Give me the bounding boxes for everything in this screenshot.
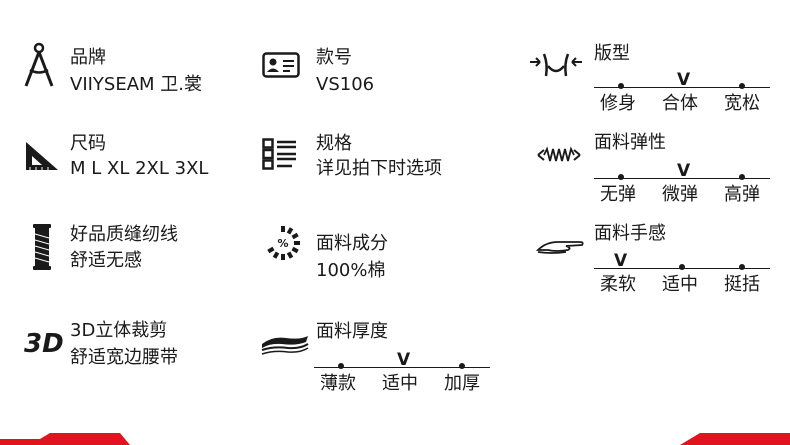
3d-text-icon: 3D [24, 329, 64, 359]
accent-stripe [0, 433, 790, 445]
thickness-dot-3 [459, 363, 465, 369]
elasticity-selected-mark: V [677, 161, 691, 181]
list-icon [262, 138, 296, 170]
spring-icon [537, 146, 581, 162]
fit-scale: V 修身 合体 宽松 [594, 71, 770, 139]
thickness-scale: V 薄款 适中 加厚 [314, 351, 490, 419]
elasticity-label: 面料弹性 [594, 132, 666, 153]
elasticity-scale: V 无弹 微弹 高弹 [594, 162, 770, 230]
elasticity-option-2: 微弹 [662, 184, 698, 205]
spec-value: 详见拍下时选项 [316, 158, 442, 179]
cutting-label: 3D立体裁剪 [70, 320, 168, 341]
cutting-value: 舒适宽边腰带 [70, 347, 178, 368]
hand-feel-dot-2 [679, 264, 685, 270]
hand-feel-label: 面料手感 [594, 223, 666, 244]
fit-option-1: 修身 [600, 93, 636, 114]
hand-feel-option-1: 柔软 [600, 274, 636, 295]
brand-value: VIIYSEAM 卫.裳 [70, 74, 203, 95]
waist-icon [530, 53, 582, 77]
thickness-dot-1 [338, 363, 344, 369]
style-no-value: VS106 [316, 74, 375, 95]
thickness-scale-line [314, 367, 490, 368]
thread-label: 好品质缝纫线 [70, 224, 178, 245]
bottom-accent-band [0, 433, 790, 445]
hand-feel-selected-mark: V [614, 251, 628, 271]
percent-gauge-icon: % [267, 226, 300, 260]
style-no-label: 款号 [316, 47, 352, 68]
fit-option-3: 宽松 [724, 93, 760, 114]
thread-spool-icon [33, 224, 51, 270]
elasticity-scale-line [594, 178, 770, 179]
svg-text:%: % [277, 237, 288, 250]
elasticity-dot-3 [739, 174, 745, 180]
spec-label: 规格 [316, 133, 352, 154]
composition-value: 100%棉 [316, 260, 386, 281]
thread-value: 舒适无感 [70, 250, 142, 271]
fit-dot-1 [618, 83, 624, 89]
thickness-selected-mark: V [397, 350, 411, 370]
size-value: M L XL 2XL 3XL [70, 158, 209, 179]
brand-label: 品牌 [70, 47, 106, 68]
fabric-layers-icon [261, 336, 309, 355]
size-label: 尺码 [70, 133, 106, 154]
hand-feel-scale: V 柔软 适中 挺括 [594, 252, 770, 320]
thickness-label: 面料厚度 [316, 321, 388, 342]
fit-label: 版型 [594, 43, 630, 64]
thickness-option-2: 适中 [382, 373, 418, 394]
thickness-option-1: 薄款 [320, 373, 356, 394]
elasticity-dot-1 [618, 174, 624, 180]
composition-label: 面料成分 [316, 233, 388, 254]
fit-scale-line [594, 87, 770, 88]
hand-feel-option-2: 适中 [662, 274, 698, 295]
thickness-option-3: 加厚 [444, 373, 480, 394]
elasticity-option-1: 无弹 [600, 184, 636, 205]
fit-selected-mark: V [677, 70, 691, 90]
hand-feel-option-3: 挺括 [724, 274, 760, 295]
fit-option-2: 合体 [662, 93, 698, 114]
hand-icon [536, 241, 584, 254]
fit-dot-3 [739, 83, 745, 89]
set-square-icon [26, 142, 58, 170]
id-card-icon [262, 52, 300, 78]
compass-icon [24, 42, 54, 87]
hand-feel-dot-3 [739, 264, 745, 270]
elasticity-option-3: 高弹 [724, 184, 760, 205]
